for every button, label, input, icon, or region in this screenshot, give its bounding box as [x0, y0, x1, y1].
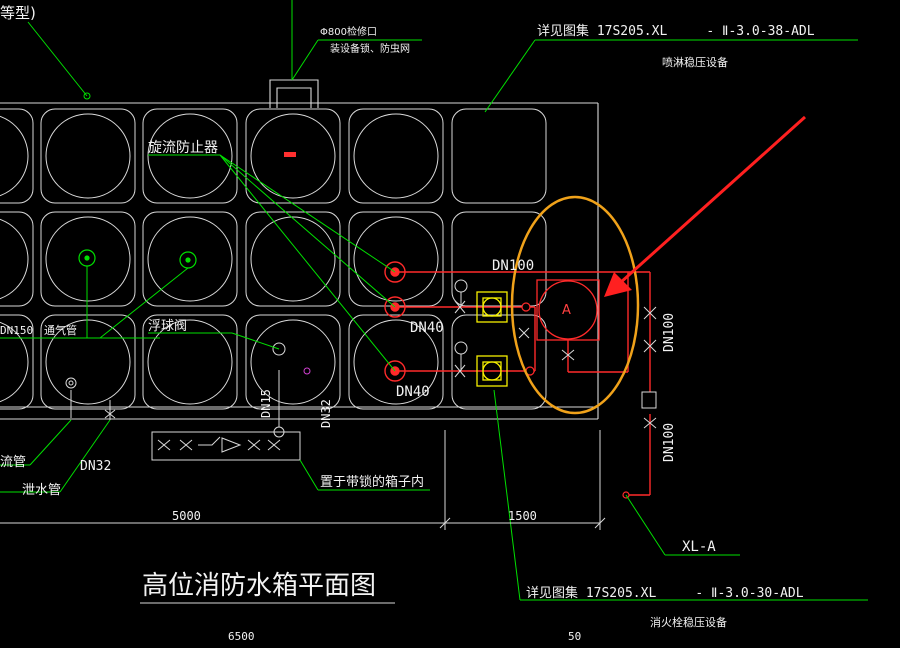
tank-panel-circle	[0, 321, 29, 403]
label-dn40-a: DN40	[410, 320, 444, 336]
pipe-ends	[521, 302, 630, 499]
tank-panel-circle	[147, 216, 233, 302]
label-anti-vortex: 旋流防止器	[148, 140, 218, 156]
label-drain: 泄水管	[22, 483, 61, 498]
tank-panel-circle	[45, 319, 131, 405]
label-ref-bottom-sub: 消火栓稳压设备	[650, 615, 727, 629]
tank-panel	[40, 211, 136, 307]
tank-panel	[451, 314, 547, 410]
water-tank	[0, 102, 599, 420]
label-dn100-right-b: DN100	[662, 423, 677, 462]
label-dn100-right-a: DN100	[662, 313, 677, 352]
leader-lines	[0, 0, 868, 601]
label-dn150: DN150	[0, 324, 33, 337]
pressure-gauges	[454, 279, 468, 378]
dimension-lines	[0, 430, 606, 604]
valves-right	[518, 306, 657, 429]
tank-panel	[245, 108, 341, 204]
tank-panel-circle	[250, 319, 336, 405]
label-xl-a: XL-A	[682, 539, 716, 555]
tank-panel-grid	[0, 108, 547, 410]
tank-panel	[348, 108, 444, 204]
drain-valve-group	[151, 342, 301, 461]
label-pump-a: A	[562, 303, 571, 318]
tank-panel-circle	[353, 319, 439, 405]
label-manhole-sub: 装设备锁、防虫网	[330, 42, 410, 55]
tank-panel	[348, 211, 444, 307]
tank-panel	[0, 108, 34, 204]
tank-panel	[451, 211, 547, 307]
pressure-tank-a	[536, 279, 600, 341]
label-dn40-b: DN40	[396, 384, 430, 400]
label-dim-1500: 1500	[508, 509, 537, 523]
label-dim-5000: 5000	[172, 509, 201, 523]
vent-pipes	[78, 249, 197, 269]
tank-panel-circle	[250, 113, 336, 199]
tank-panel-circle	[0, 115, 29, 197]
tank-panel	[142, 314, 238, 410]
tank-panel	[142, 211, 238, 307]
tank-panel-circle	[147, 113, 233, 199]
label-locked-box: 置于带锁的箱子内	[320, 474, 424, 490]
label-dn15: DN15	[259, 389, 273, 418]
tank-panel	[40, 108, 136, 204]
tank-panel	[348, 314, 444, 410]
red-arrow	[604, 115, 807, 297]
label-top-left: 等型)	[0, 4, 36, 22]
label-ref-top-sub: 喷淋稳压设备	[662, 55, 728, 69]
tank-panel	[40, 314, 136, 410]
tank-panel	[142, 108, 238, 204]
tank-panel	[0, 211, 34, 307]
label-overflow: 流管	[0, 455, 26, 470]
tank-panel	[245, 314, 341, 410]
pump-units	[476, 291, 508, 387]
tank-panel-circle	[353, 216, 439, 302]
label-manhole: Φ800检修口	[320, 25, 377, 38]
tank-panel-circle	[45, 216, 131, 302]
label-dim-6500: 6500	[228, 630, 255, 643]
tank-panel	[0, 314, 34, 410]
label-dn32-vertical: DN32	[319, 399, 333, 428]
highlight-ellipse	[510, 195, 640, 415]
tank-panel-circle	[147, 319, 233, 405]
label-ref-bottom: 详见图集 17S205.XL - Ⅱ-3.0-30-ADL	[526, 585, 804, 601]
tank-panel	[451, 108, 547, 204]
label-dn32: DN32	[80, 459, 111, 474]
tank-panel-circle	[250, 216, 336, 302]
manhole-hatch	[269, 79, 319, 157]
label-dn100-top: DN100	[492, 258, 534, 274]
tank-panel-circle	[353, 113, 439, 199]
drawing-title: 高位消防水箱平面图	[142, 571, 376, 601]
label-vent: 通气管	[44, 323, 77, 337]
label-float-valve: 浮球阀	[148, 319, 187, 334]
tank-panel-circle	[0, 218, 29, 300]
label-ref-top: 详见图集 17S205.XL - Ⅱ-3.0-38-ADL	[537, 23, 815, 39]
tank-panel-circle	[45, 113, 131, 199]
label-dim-50: 50	[568, 630, 581, 643]
small-fittings	[65, 367, 311, 420]
annotations: 等型) Φ800检修口 装设备锁、防虫网 详见图集 17S205.XL - Ⅱ-…	[0, 4, 815, 643]
